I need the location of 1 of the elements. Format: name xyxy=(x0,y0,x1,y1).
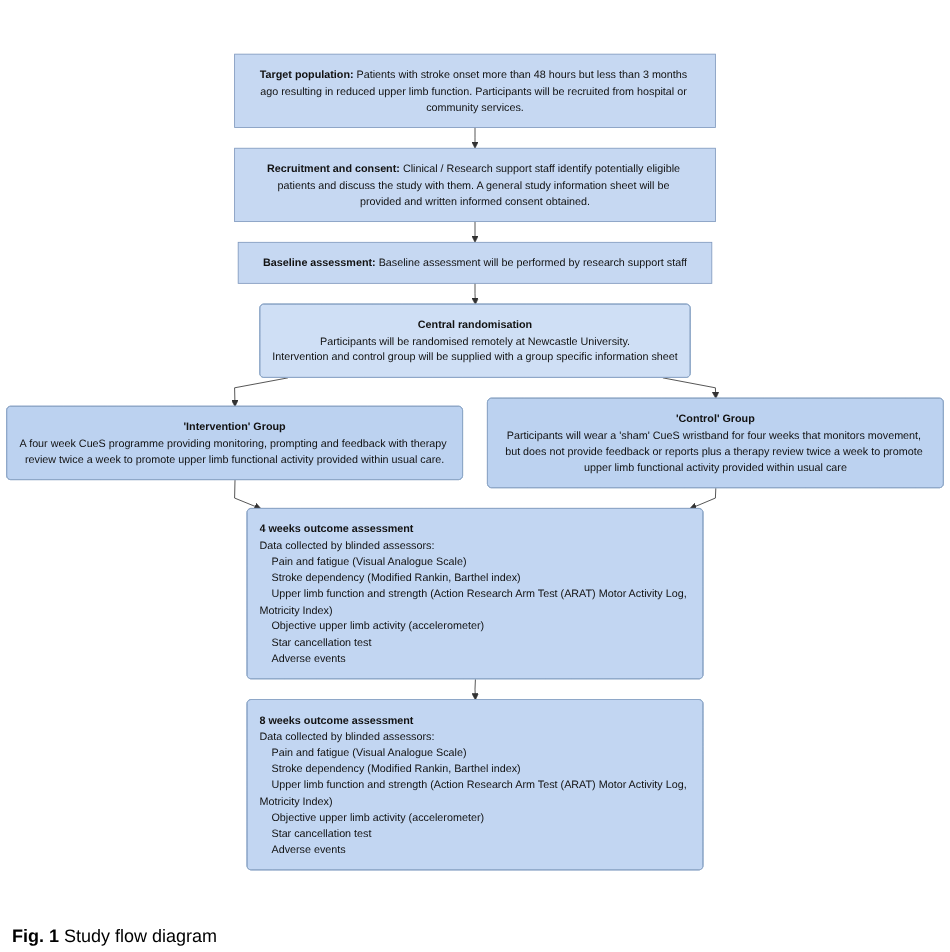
figure-caption: Fig. 1 Study flow diagram xyxy=(10,924,220,950)
